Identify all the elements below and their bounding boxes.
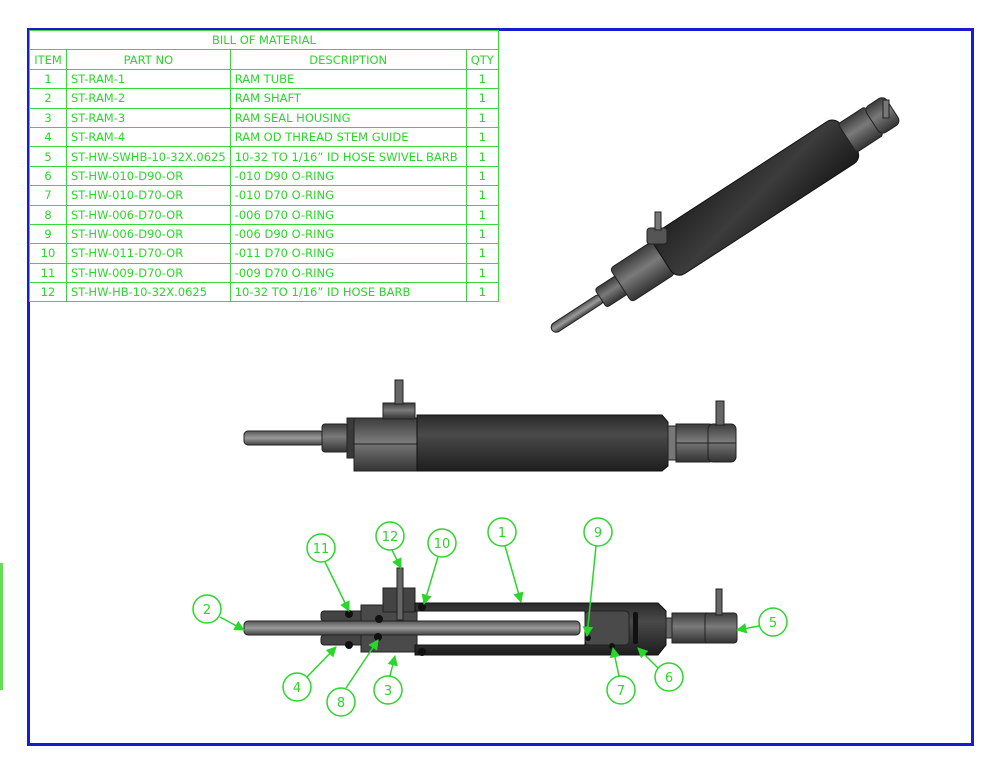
balloon-8: 8 <box>326 687 356 717</box>
svg-text:5: 5 <box>769 616 777 631</box>
svg-text:7: 7 <box>617 684 625 699</box>
balloon-4: 4 <box>282 672 312 702</box>
drawing-sheet-border <box>27 28 974 746</box>
bom-item: 9 <box>29 223 67 245</box>
bom-qty: 1 <box>465 185 499 206</box>
bom-part-no: ST-HW-HB-10-32X.0625 <box>66 282 231 303</box>
bom-qty: 1 <box>465 223 499 245</box>
bom-description: 10-32 TO 1/16” ID HOSE SWIVEL BARB <box>229 146 467 167</box>
bom-description: RAM TUBE <box>229 68 467 90</box>
bom-qty: 1 <box>465 126 499 148</box>
bom-item: 3 <box>29 107 67 128</box>
svg-text:2: 2 <box>203 603 211 618</box>
bom-part-no: ST-HW-009-D70-OR <box>66 262 231 284</box>
side-view <box>243 379 737 472</box>
bom-description: RAM OD THREAD STEM GUIDE <box>229 126 467 148</box>
bom-item: 6 <box>29 165 67 187</box>
section-view <box>243 567 738 656</box>
svg-text:6: 6 <box>665 671 673 686</box>
bom-item: 11 <box>29 262 67 284</box>
bom-header-item: ITEM <box>29 49 67 70</box>
callout-balloons <box>219 545 760 689</box>
svg-text:3: 3 <box>384 684 392 699</box>
balloon-6: 6 <box>654 662 684 692</box>
svg-text:8: 8 <box>337 696 345 711</box>
bom-description: -010 D90 O-RING <box>229 165 467 187</box>
bom-qty: 1 <box>465 282 499 303</box>
bom-item: 12 <box>29 282 67 303</box>
bom-description: RAM SHAFT <box>229 88 467 109</box>
balloon-7: 7 <box>606 675 636 705</box>
bom-item: 1 <box>29 68 67 90</box>
bom-item: 8 <box>29 204 67 225</box>
bom-part-no: ST-HW-006-D90-OR <box>66 223 231 245</box>
bom-part-no: ST-HW-011-D70-OR <box>66 243 231 264</box>
sheet-side-tab <box>0 563 3 690</box>
bom-header-qty: QTY <box>465 49 499 70</box>
bom-part-no: ST-HW-010-D90-OR <box>66 165 231 187</box>
balloon-3: 3 <box>373 675 403 705</box>
svg-text:11: 11 <box>313 542 330 557</box>
bom-item: 4 <box>29 126 67 148</box>
bom-description: RAM SEAL HOUSING <box>229 107 467 128</box>
bom-description: -006 D70 O-RING <box>229 204 467 225</box>
isometric-view <box>550 97 900 333</box>
balloon-1: 1 <box>487 517 517 547</box>
balloon-9: 9 <box>583 517 613 547</box>
bom-qty: 1 <box>465 107 499 128</box>
bill-of-material-table: BILL OF MATERIAL ITEM PART NO DESCRIPTIO… <box>29 29 499 303</box>
bom-qty: 1 <box>465 204 499 225</box>
svg-text:4: 4 <box>293 681 301 696</box>
svg-text:9: 9 <box>594 526 602 541</box>
bom-part-no: ST-HW-SWHB-10-32X.0625 <box>66 146 231 167</box>
bom-part-no: ST-HW-010-D70-OR <box>66 185 231 206</box>
balloon-10: 10 <box>427 528 457 558</box>
svg-text:10: 10 <box>434 537 451 552</box>
balloon-5: 5 <box>758 607 788 637</box>
balloon-11: 11 <box>306 533 336 563</box>
bom-item: 5 <box>29 146 67 167</box>
svg-text:12: 12 <box>382 530 399 545</box>
balloon-2: 2 <box>192 594 222 624</box>
bom-item: 7 <box>29 185 67 206</box>
bom-description: -010 D70 O-RING <box>229 185 467 206</box>
svg-text:1: 1 <box>498 526 506 541</box>
bom-qty: 1 <box>465 165 499 187</box>
balloon-12: 12 <box>375 521 405 551</box>
bom-qty: 1 <box>465 146 499 167</box>
